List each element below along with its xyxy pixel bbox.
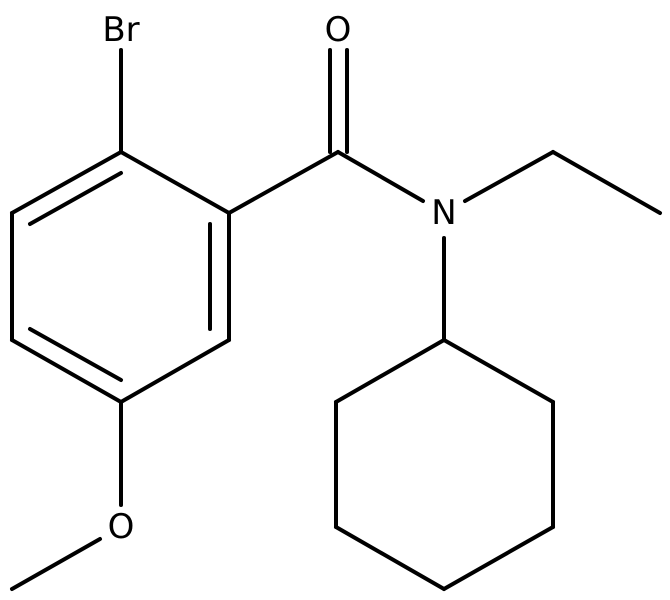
ring-bond-c6-c1-inner — [28, 171, 123, 226]
cyclohexane-bond-3 — [442, 525, 555, 591]
benzene-ring — [10, 150, 231, 404]
methoxy-oxygen-label: O — [108, 507, 135, 547]
bond-methoxy-o-ch3 — [10, 537, 102, 591]
ring-bond-c4-c5 — [10, 338, 123, 404]
cyclohexane-bond-4 — [334, 525, 446, 591]
cyclohexane-bond-6 — [334, 338, 446, 404]
amide-nitrogen-label: N — [431, 193, 456, 233]
bond-ethyl-ch2-ch3 — [551, 150, 662, 215]
cyclohexane-ring — [334, 338, 555, 591]
ring-bond-c1-c2 — [119, 150, 231, 215]
bond-c2-carbonyl — [227, 150, 340, 215]
bromine-atom-label: Br — [102, 10, 139, 50]
carbonyl-oxygen-label: O — [325, 10, 352, 50]
ring-bond-c3-c4 — [119, 338, 231, 404]
ring-bond-c6-c1 — [10, 150, 123, 215]
bond-n-ethyl-ch2 — [463, 150, 555, 203]
ring-bond-c4-c5-inner — [28, 327, 123, 382]
cyclohexane-bond-1 — [442, 338, 555, 404]
bond-carbonyl-n — [336, 150, 425, 203]
